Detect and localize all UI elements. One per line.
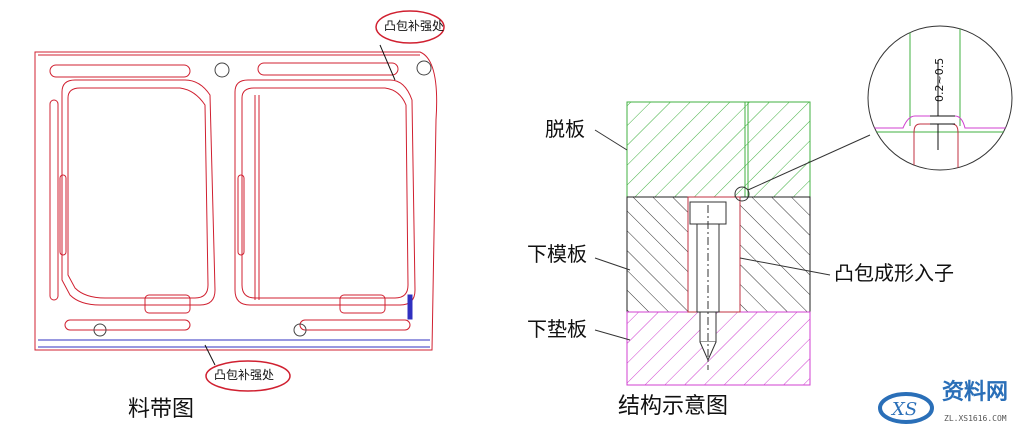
- watermark-logo-text: XS: [890, 399, 917, 420]
- lower-backing-plate: [626, 311, 811, 386]
- callout-top-text: 凸包补强处: [384, 19, 445, 33]
- cloud-top: [375, 10, 445, 44]
- pilot-holes: [93, 60, 432, 337]
- label-insert: 凸包成形入子: [834, 261, 954, 285]
- label-stripper-plate: 脱板: [545, 117, 585, 141]
- leader-insert: [739, 257, 831, 276]
- callout-clouds: [205, 10, 445, 392]
- cutout-right: [234, 79, 416, 306]
- strip-outline: [34, 51, 438, 351]
- label-lower-die-plate: 下模板: [527, 242, 587, 266]
- strip-caption: 料带图: [128, 397, 195, 422]
- watermark-logo: XS: [878, 392, 934, 424]
- callout-bottom-text: 凸包补强处: [214, 368, 275, 382]
- leader-stripper: [594, 129, 628, 151]
- leader-backing: [594, 329, 631, 341]
- watermark-url: ZL.XS1616.COM: [944, 414, 1007, 423]
- detail-view: [867, 25, 1013, 171]
- label-lower-backing-plate: 下垫板: [527, 317, 587, 341]
- strip-layout: [34, 44, 438, 366]
- cutout-left: [61, 79, 216, 306]
- detail-dimension: 0.2~0.5: [933, 57, 946, 102]
- leader-die: [594, 257, 631, 271]
- stripper-plate: [626, 101, 811, 198]
- cloud-bottom: [205, 360, 291, 392]
- structure-caption: 结构示意图: [618, 394, 729, 419]
- structure-diagram: [594, 101, 871, 386]
- watermark-brand: 资料网: [942, 380, 1009, 405]
- insert-pin: [689, 201, 727, 370]
